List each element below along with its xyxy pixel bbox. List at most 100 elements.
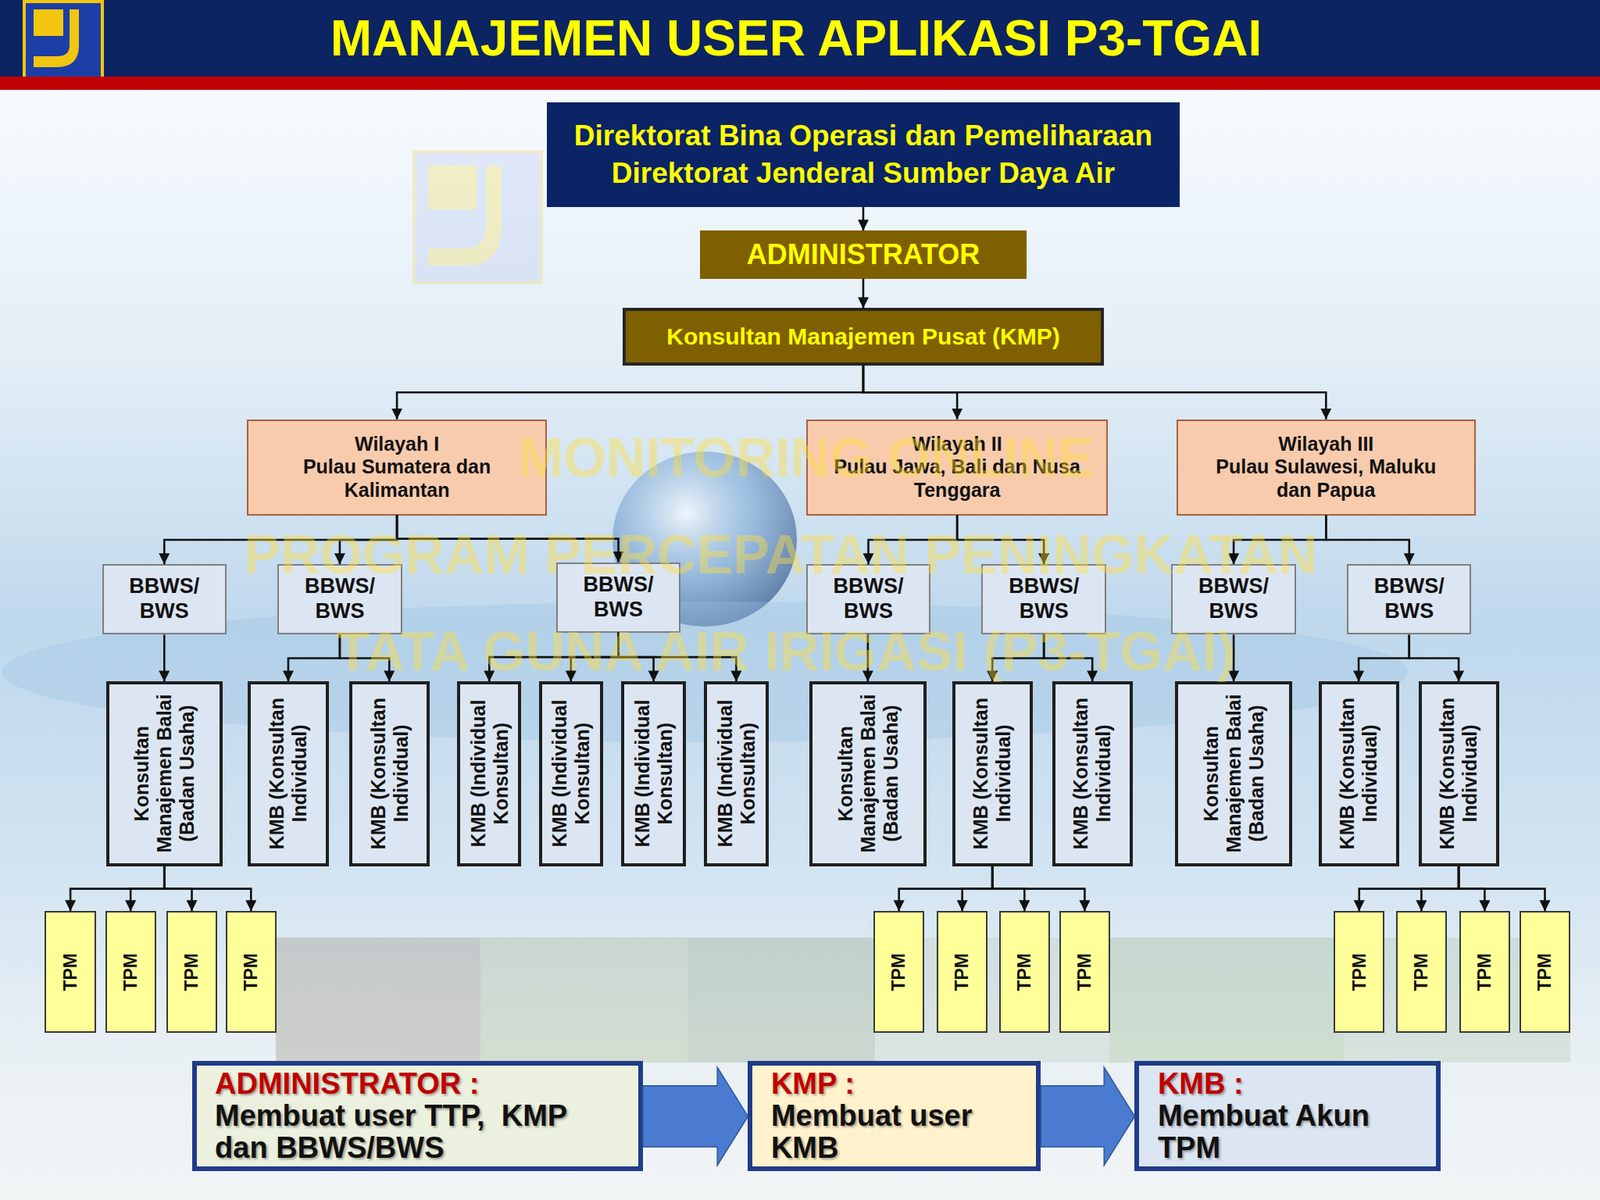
logo-mark [428, 165, 502, 266]
connector-arrow [1409, 634, 1459, 682]
tpm-box: TPM [1459, 910, 1511, 1033]
watermark-text: TATA GUNA AIR IRIGASI (P3-TGAI) [4, 620, 1568, 683]
connector-arrow [992, 634, 1044, 682]
bbws-box: BBWS/ BWS [556, 562, 681, 633]
node-text: BBWS/ BWS [807, 574, 929, 625]
logo-mark [33, 9, 79, 68]
node-text: TPM [1534, 953, 1555, 992]
node-text: TPM [60, 953, 81, 992]
connector-arrow [618, 632, 737, 683]
node-text: BBWS/ BWS [1348, 574, 1470, 625]
header-band: MANAJEMEN USER APLIKASI P3-TGAI [0, 0, 1600, 77]
connector-arrow [1458, 866, 1545, 911]
node-text: Pulau Sumatera dan Kalimantan [248, 455, 546, 502]
tpm-box: TPM [225, 910, 277, 1033]
photo [1109, 937, 1344, 1063]
node-text: Membuat Akun TPM [1157, 1100, 1396, 1165]
connector-arrow [1232, 634, 1236, 682]
bbws-box: BBWS/ BWS [981, 564, 1106, 635]
consultant-box: KMB (Individual Konsultan) [539, 681, 604, 866]
node-text: Wilayah III [1278, 432, 1374, 457]
node-text: TPM [1014, 953, 1035, 992]
node-text: BBWS/ BWS [557, 572, 679, 623]
node-text: BBWS/ BWS [278, 574, 400, 625]
photo [275, 937, 481, 1063]
connector-arrow [862, 207, 865, 231]
node-text: TPM [240, 953, 261, 992]
consultant-box: KMB (Konsultan Individual) [1318, 681, 1400, 866]
connector-arrow [489, 632, 618, 683]
connector-arrow [396, 515, 618, 563]
region-box: Wilayah IIPulau Jawa, Bali dan Nusa Teng… [806, 419, 1109, 516]
node-text: TPM [951, 953, 972, 992]
photo [687, 937, 875, 1063]
watermark-text: PROGRAM PERCEPATAN PENINGKATAN [0, 523, 1562, 586]
node-text: KMB (Konsultan Individual) [969, 686, 1015, 861]
role-heading: KMP : [771, 1067, 855, 1100]
connector-arrow [1359, 866, 1459, 911]
tpm-box: TPM [936, 910, 988, 1033]
connector-arrow [1358, 634, 1410, 682]
consultant-box: KMB (Konsultan Individual) [952, 681, 1033, 866]
node-text: KMB (Individual Konsultan) [467, 686, 513, 861]
role-heading: KMB : [1157, 1067, 1244, 1100]
connector-arrow [868, 515, 958, 565]
connector-arrow [1233, 515, 1326, 565]
tpm-box: TPM [166, 910, 218, 1033]
node-text: KMB (Konsultan Individual) [367, 686, 413, 861]
directorate-box: Direktorat Bina Operasi dan Pemeliharaan… [546, 102, 1180, 208]
connector-arrow [867, 634, 870, 682]
node-text: TPM [181, 953, 202, 992]
node-text: ADMINISTRATOR [746, 238, 981, 272]
node-text: TPM [888, 953, 909, 992]
tpm-box: TPM [105, 910, 157, 1033]
connector-arrow [571, 632, 619, 683]
region-box: Wilayah IIIPulau Sulawesi, Maluku dan Pa… [1176, 419, 1476, 516]
ministry-logo [22, 0, 104, 80]
connector-arrow [339, 634, 390, 682]
consultant-box: Konsultan Manajemen Balai (Badan Usaha) [106, 681, 223, 866]
connector-arrow [899, 866, 993, 911]
node-text: Pulau Sulawesi, Maluku dan Papua [1208, 455, 1443, 502]
connector-arrow [339, 515, 397, 565]
role-box: ADMINISTRATOR :Membuat user TTP, KMP dan… [192, 1060, 643, 1172]
consultant-box: KMB (Konsultan Individual) [1418, 681, 1500, 866]
block-arrow [1040, 1067, 1135, 1165]
consultant-box: Konsultan Manajemen Balai (Badan Usaha) [809, 681, 927, 866]
bbws-box: BBWS/ BWS [806, 564, 931, 635]
connector-arrow [962, 866, 993, 911]
node-text: Direktorat Bina Operasi dan Pemeliharaan… [546, 117, 1180, 193]
consultant-box: KMB (Individual Konsultan) [621, 681, 686, 866]
tpm-box: TPM [1333, 910, 1385, 1033]
kmp-box: Konsultan Manajemen Pusat (KMP) [622, 307, 1104, 365]
tpm-box: TPM [873, 910, 925, 1033]
consultant-box: KMB (Konsultan Individual) [1052, 681, 1133, 866]
connector-arrow [1325, 515, 1409, 565]
consultant-box: KMB (Konsultan Individual) [349, 681, 430, 866]
node-text: Membuat user KMB [771, 1100, 1009, 1165]
role-heading: ADMINISTRATOR : [214, 1067, 479, 1100]
connector-arrow [288, 634, 340, 682]
bbws-box: BBWS/ BWS [102, 564, 227, 635]
node-text: Konsultan Manajemen Balai (Badan Usaha) [834, 686, 902, 861]
role-box: KMB :Membuat Akun TPM [1134, 1060, 1441, 1172]
node-text: Wilayah II [912, 432, 1003, 457]
node-text: TPM [1410, 953, 1432, 992]
administrator-box: ADMINISTRATOR [700, 230, 1027, 279]
connector-arrow [1421, 866, 1459, 911]
header-stripe [0, 76, 1600, 90]
connector-arrow [863, 365, 1326, 420]
node-text: Konsultan Manajemen Pusat (KMP) [666, 322, 1060, 350]
bbws-box: BBWS/ BWS [1346, 564, 1472, 635]
title-text: MANAJEMEN USER APLIKASI P3-TGAI [0, 0, 1593, 77]
role-box: KMP :Membuat user KMB [747, 1060, 1041, 1172]
node-text: KMB (Konsultan Individual) [1069, 686, 1115, 861]
node-text: KMB (Konsultan Individual) [265, 686, 311, 861]
consultant-box: KMB (Individual Konsultan) [457, 681, 522, 866]
bbws-box: BBWS/ BWS [277, 564, 402, 635]
node-text: KMB (Individual Konsultan) [631, 686, 677, 861]
connector-arrow [396, 365, 864, 420]
node-text: BBWS/ BWS [1172, 574, 1294, 625]
